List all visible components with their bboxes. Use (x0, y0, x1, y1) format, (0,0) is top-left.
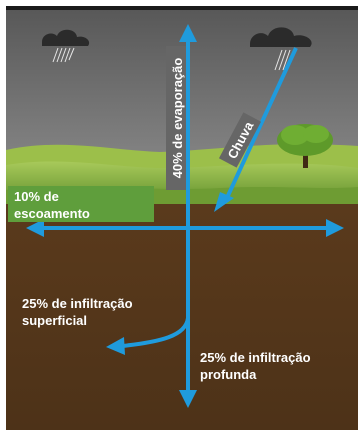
shallow-infiltration-arrow (106, 317, 190, 355)
svg-text:profunda: profunda (200, 367, 257, 382)
deep-infiltration-label: 25% de infiltração profunda (200, 350, 311, 382)
shallow-infiltration-label: 25% de infiltração superficial (22, 296, 133, 328)
svg-text:25% de infiltração: 25% de infiltração (22, 296, 133, 311)
svg-text:superficial: superficial (22, 313, 87, 328)
deep-infiltration-arrow (179, 228, 197, 408)
svg-text:25% de infiltração: 25% de infiltração (200, 350, 311, 365)
svg-text:40% de evaporação: 40% de evaporação (170, 58, 185, 179)
evaporation-arrow (179, 24, 197, 228)
svg-text:escoamento: escoamento (14, 206, 90, 221)
evaporation-label: 40% de evaporação (166, 46, 188, 190)
tree-icon (277, 124, 333, 168)
cloud-rain-icon (42, 29, 90, 63)
rain-arrow (214, 47, 298, 212)
runoff-arrow (26, 219, 344, 237)
runoff-label: 10% de escoamento (8, 186, 154, 222)
svg-text:10% de: 10% de (14, 189, 59, 204)
